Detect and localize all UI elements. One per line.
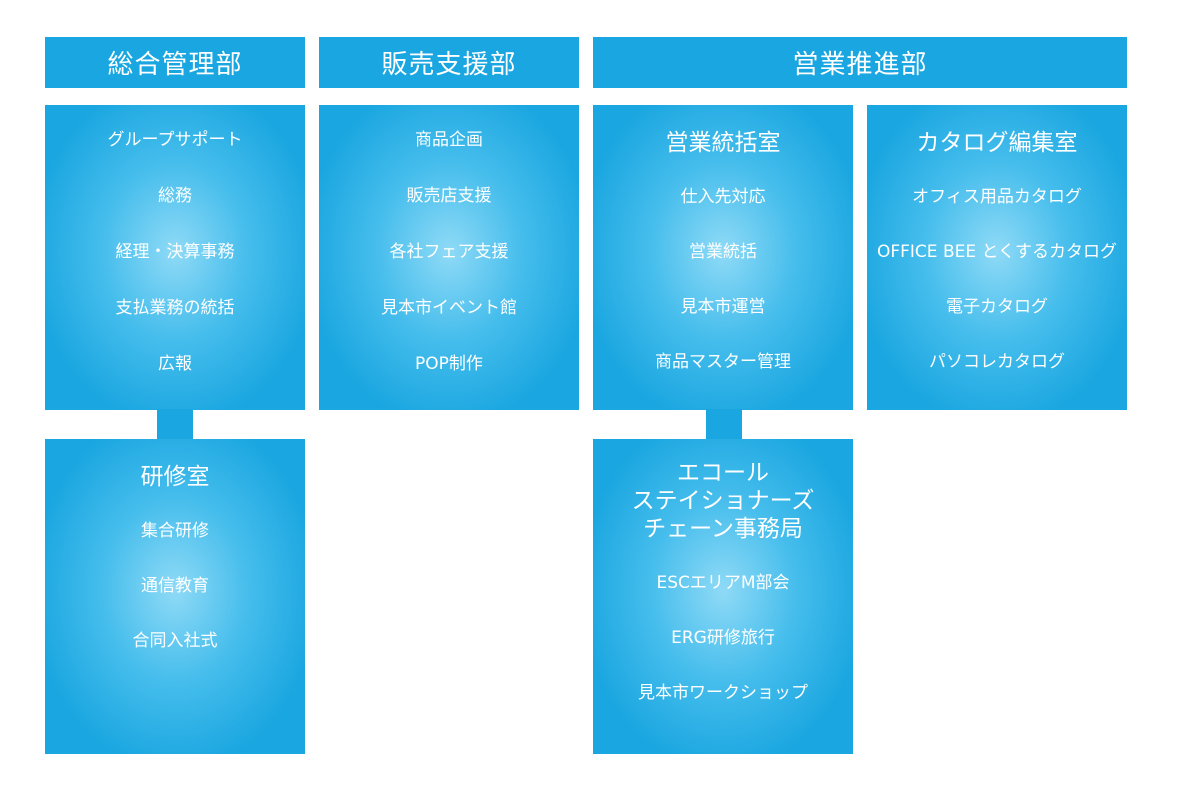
eigyo-tokatsu-item: 仕入先対応: [680, 187, 766, 207]
ecole-item: ERG研修旅行: [671, 628, 775, 648]
box-hanbai-shien: 商品企画 販売店支援 各社フェア支援 見本市イベント館 POP制作: [319, 105, 579, 410]
sogo-item: 総務: [158, 186, 192, 206]
hanbai-item: POP制作: [415, 354, 483, 374]
ecole-item: ESCエリアM部会: [656, 573, 790, 593]
hanbai-item: 各社フェア支援: [389, 242, 509, 262]
eigyo-tokatsu-item: 営業統括: [689, 242, 757, 262]
box-ecole-stationers: エコール ステイショナーズ チェーン事務局 ESCエリアM部会 ERG研修旅行 …: [593, 439, 853, 754]
ecole-item: 見本市ワークショップ: [638, 683, 808, 703]
catalog-title: カタログ編集室: [916, 130, 1078, 156]
sogo-item: 広報: [158, 354, 192, 374]
hanbai-item: 販売店支援: [406, 186, 492, 206]
hanbai-item: 見本市イベント館: [381, 298, 517, 318]
header-hanbai-label: 販売支援部: [381, 50, 517, 80]
kenshu-item: 集合研修: [141, 521, 209, 541]
hanbai-item: 商品企画: [415, 130, 483, 150]
ecole-title-line: ステイショナーズ: [631, 488, 815, 514]
catalog-item: 電子カタログ: [946, 297, 1048, 317]
sogo-item: 経理・決算事務: [115, 242, 235, 262]
ecole-title-line: エコール: [677, 460, 769, 486]
header-eigyo-suishin: 営業推進部: [593, 37, 1127, 88]
catalog-item: パソコレカタログ: [929, 352, 1065, 372]
box-kenshu-shitsu: 研修室 集合研修 通信教育 合同入社式: [45, 439, 305, 754]
header-sogo-label: 総合管理部: [107, 50, 243, 80]
catalog-item: OFFICE BEE とくするカタログ: [876, 242, 1117, 262]
kenshu-item: 合同入社式: [132, 631, 218, 651]
connector-sogo-kenshu: [157, 409, 193, 440]
ecole-title-line: チェーン事務局: [643, 516, 803, 542]
catalog-item: オフィス用品カタログ: [912, 187, 1082, 207]
header-eigyo-label: 営業推進部: [792, 50, 928, 80]
connector-eigyo-ecole: [706, 409, 742, 440]
sogo-item: 支払業務の統括: [115, 298, 235, 318]
header-hanbai-shien: 販売支援部: [319, 37, 579, 88]
kenshu-item: 通信教育: [141, 576, 209, 596]
sogo-item: グループサポート: [107, 130, 243, 150]
kenshu-title: 研修室: [140, 464, 210, 490]
box-catalog-henshu: カタログ編集室 オフィス用品カタログ OFFICE BEE とくするカタログ 電…: [867, 105, 1127, 410]
header-sogo-kanri: 総合管理部: [45, 37, 305, 88]
eigyo-tokatsu-item: 見本市運営: [680, 297, 766, 317]
box-sogo-kanri: グループサポート 総務 経理・決算事務 支払業務の統括 広報: [45, 105, 305, 410]
eigyo-tokatsu-title: 営業統括室: [665, 130, 781, 156]
eigyo-tokatsu-item: 商品マスター管理: [655, 352, 791, 372]
box-eigyo-tokatsu: 営業統括室 仕入先対応 営業統括 見本市運営 商品マスター管理: [593, 105, 853, 410]
